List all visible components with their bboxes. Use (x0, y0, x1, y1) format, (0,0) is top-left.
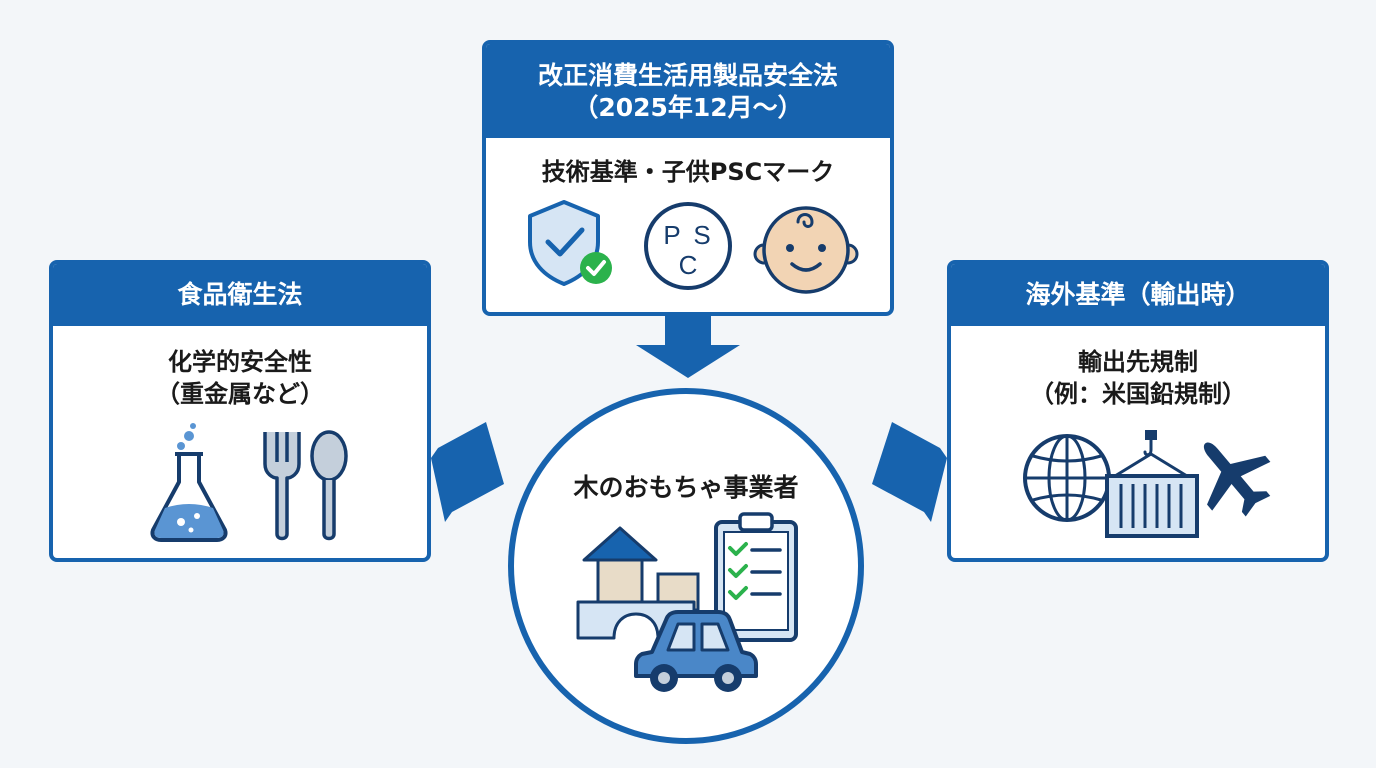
top-panel-header: 改正消費生活用製品安全法 （2025年12月〜） (486, 44, 890, 138)
psc-mark-icon: P S C (644, 202, 732, 290)
center-title: 木のおもちゃ事業者 (573, 473, 799, 502)
left-panel-subtitle: 化学的安全性 （重金属など） (156, 348, 324, 409)
left-law-panel: 食品衛生法 化学的安全性 （重金属など） (49, 260, 431, 562)
psc-letter-s: S (693, 220, 710, 250)
left-panel-header: 食品衛生法 (53, 264, 427, 326)
flask-icon (150, 423, 228, 542)
baby-face-icon (753, 206, 859, 294)
shield-check-icon (528, 200, 612, 286)
top-panel-title-line2: （2025年12月〜） (573, 93, 803, 122)
right-panel-subtitle: 輸出先規制 （例：米国鉛規制） (1030, 348, 1246, 409)
right-law-panel: 海外基準（輸出時） 輸出先規制 （例：米国鉛規制） (947, 260, 1329, 562)
left-panel-title: 食品衛生法 (177, 279, 303, 309)
top-law-panel: 改正消費生活用製品安全法 （2025年12月〜） 技術基準・子供PSCマーク P… (482, 40, 894, 316)
toy-car-icon (634, 610, 758, 692)
spoon-icon (310, 430, 348, 541)
top-panel-subtitle: 技術基準・子供PSCマーク (541, 158, 835, 186)
psc-letter-c: C (679, 250, 698, 280)
shipping-container-icon (1105, 430, 1199, 538)
fork-icon (263, 432, 301, 541)
right-panel-title: 海外基準（輸出時） (1025, 279, 1251, 309)
psc-letter-p: P (663, 220, 680, 250)
top-panel-title-line1: 改正消費生活用製品安全法 (537, 60, 838, 90)
checklist-clipboard-icon (714, 512, 798, 642)
center-business-circle: 木のおもちゃ事業者 (508, 388, 864, 744)
airplane-icon (1203, 442, 1271, 517)
right-panel-header: 海外基準（輸出時） (951, 264, 1325, 326)
globe-icon (1023, 434, 1111, 522)
